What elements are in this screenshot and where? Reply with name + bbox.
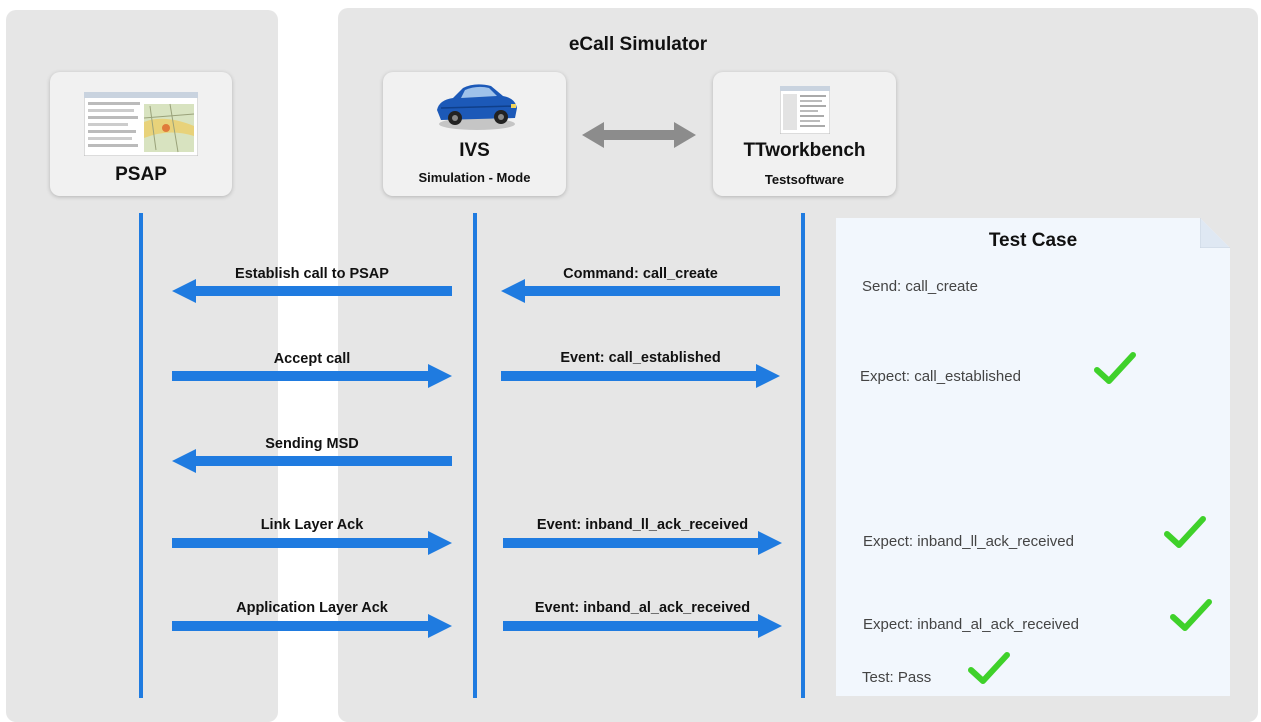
- label-link-layer-ack: Link Layer Ack: [260, 517, 364, 533]
- label-sending-msd: Sending MSD: [265, 436, 359, 452]
- check-icon: [1170, 599, 1212, 631]
- arrow-application-layer-ack: [172, 614, 452, 638]
- arrow-inband-al-ack: [503, 614, 782, 638]
- test-case-title: Test Case: [988, 230, 1078, 251]
- ttworkbench-node: TTworkbench Testsoftware: [713, 72, 896, 196]
- ivs-title: IVS: [459, 140, 490, 161]
- psap-node: PSAP: [50, 72, 232, 196]
- label-inband-al-ack: Event: inband_al_ack_received: [534, 600, 751, 616]
- label-call-create: Command: call_create: [563, 266, 718, 282]
- check-icon: [1094, 352, 1136, 384]
- check-icon: [1164, 516, 1206, 548]
- tc-send-call-create: Send: call_create: [862, 278, 978, 295]
- label-inband-ll-ack: Event: inband_ll_ack_received: [536, 517, 749, 533]
- test-case-document: [836, 218, 1230, 696]
- arrow-sending-msd: [172, 449, 452, 473]
- arrow-establish-call: [172, 279, 452, 303]
- label-call-established: Event: call_established: [560, 350, 721, 366]
- tc-expect-inband-ll: Expect: inband_ll_ack_received: [863, 533, 1074, 550]
- tc-test-pass: Test: Pass: [862, 669, 932, 686]
- bidirectional-connector-arrow: [582, 122, 696, 148]
- label-accept-call: Accept call: [273, 351, 351, 367]
- tc-expect-call-established: Expect: call_established: [860, 368, 1021, 385]
- arrow-call-established: [501, 364, 780, 388]
- check-icon: [968, 652, 1010, 684]
- arrow-call-create: [501, 279, 780, 303]
- ivs-lifeline: [473, 213, 477, 698]
- label-application-layer-ack: Application Layer Ack: [236, 600, 388, 616]
- folded-corner-icon: [1200, 218, 1230, 248]
- arrow-inband-ll-ack: [503, 531, 782, 555]
- car-icon: [437, 84, 517, 130]
- ttworkbench-title: TTworkbench: [743, 140, 866, 161]
- tc-expect-inband-al: Expect: inband_al_ack_received: [863, 616, 1079, 633]
- psap-lifeline: [139, 213, 143, 698]
- ttworkbench-subtitle: Testsoftware: [764, 172, 845, 187]
- ttworkbench-lifeline: [801, 213, 805, 698]
- arrow-accept-call: [172, 364, 452, 388]
- ivs-node: IVS Simulation - Mode: [383, 72, 566, 196]
- label-establish-call: Establish call to PSAP: [235, 266, 389, 282]
- psap-title: PSAP: [115, 164, 167, 185]
- software-screenshot-icon: [780, 86, 830, 134]
- arrow-link-layer-ack: [172, 531, 452, 555]
- simulator-title: eCall Simulator: [568, 34, 708, 55]
- ivs-subtitle: Simulation - Mode: [418, 170, 531, 185]
- map-screenshot-icon: [84, 92, 198, 156]
